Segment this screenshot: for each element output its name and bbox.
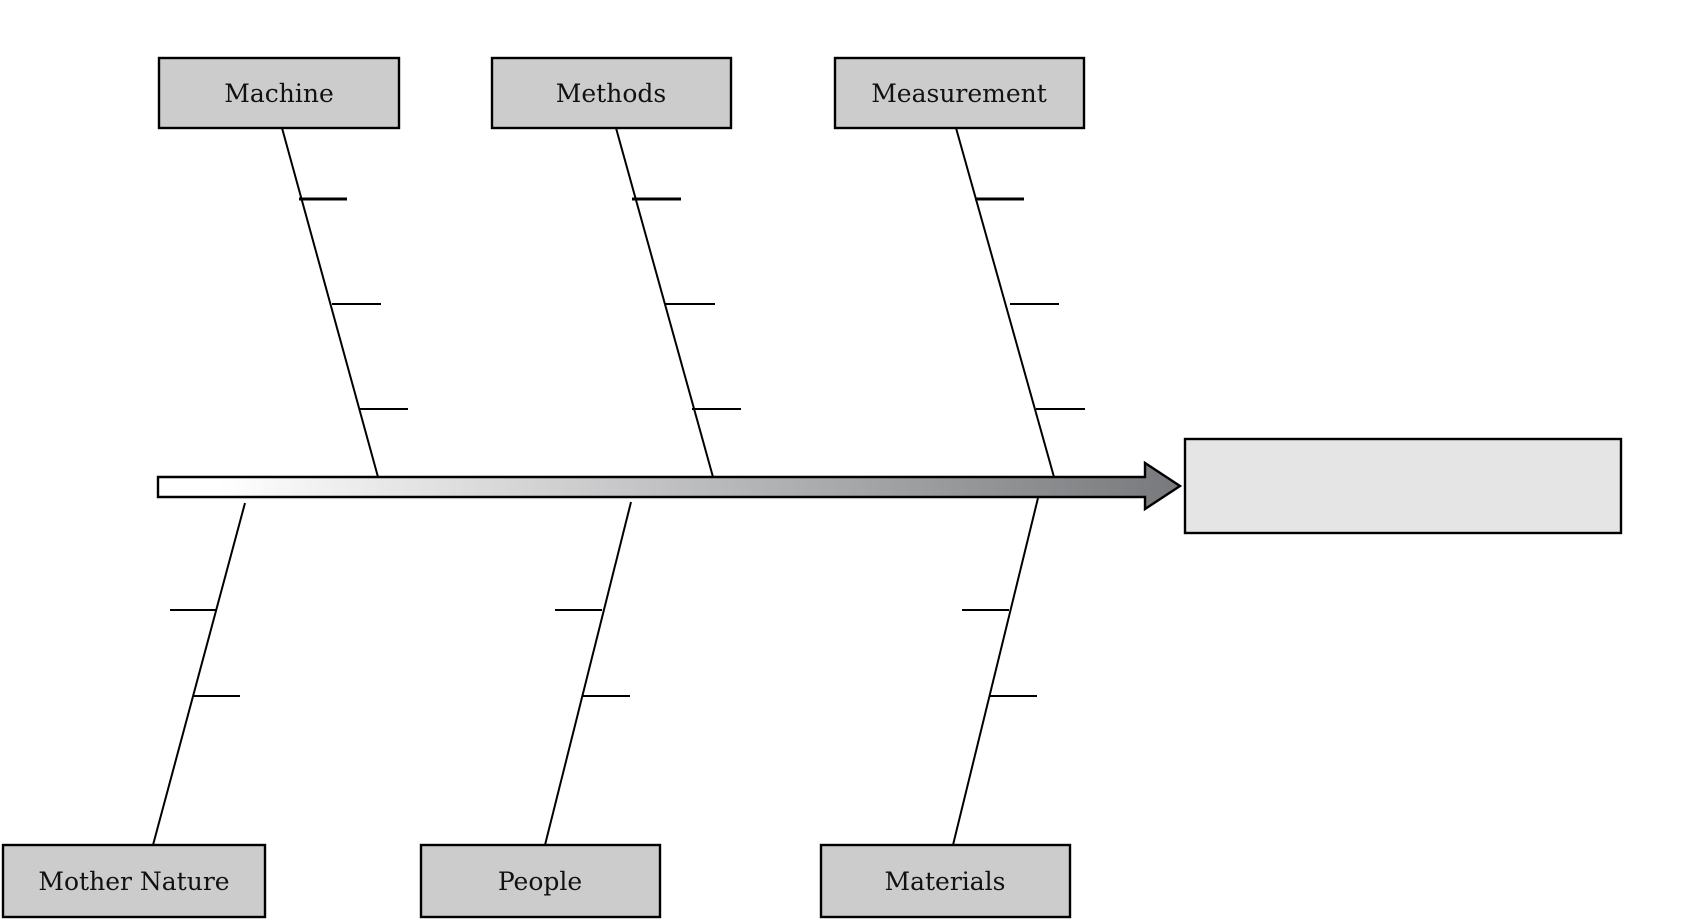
category-label-people: People [498, 867, 582, 896]
category-label-materials: Materials [884, 867, 1005, 896]
category-people: People [419, 501, 662, 919]
bone-mother-nature [152, 502, 246, 846]
bone-materials [952, 497, 1039, 846]
bone-machine [281, 127, 379, 478]
category-box-machine[interactable] [157, 56, 401, 130]
bone-methods [615, 127, 714, 478]
category-box-materials[interactable] [819, 843, 1072, 919]
effect-box[interactable] [1183, 437, 1623, 535]
category-label-methods: Methods [556, 79, 666, 108]
category-label-mother-nature: Mother Nature [38, 867, 229, 896]
category-box-methods[interactable] [490, 56, 733, 130]
category-methods: Methods [490, 56, 741, 478]
bone-measurement [955, 127, 1055, 478]
category-box-mother-nature[interactable] [1, 843, 267, 919]
spine-arrow [156, 460, 1183, 512]
category-materials: Materials [819, 497, 1072, 919]
category-box-measurement[interactable] [833, 56, 1086, 130]
category-label-measurement: Measurement [871, 79, 1047, 108]
category-box-people[interactable] [419, 843, 662, 919]
bone-people [544, 501, 632, 846]
category-machine: Machine [157, 56, 408, 478]
category-measurement: Measurement [833, 56, 1086, 478]
category-label-machine: Machine [224, 79, 334, 108]
category-mother-nature: Mother Nature [1, 502, 267, 919]
